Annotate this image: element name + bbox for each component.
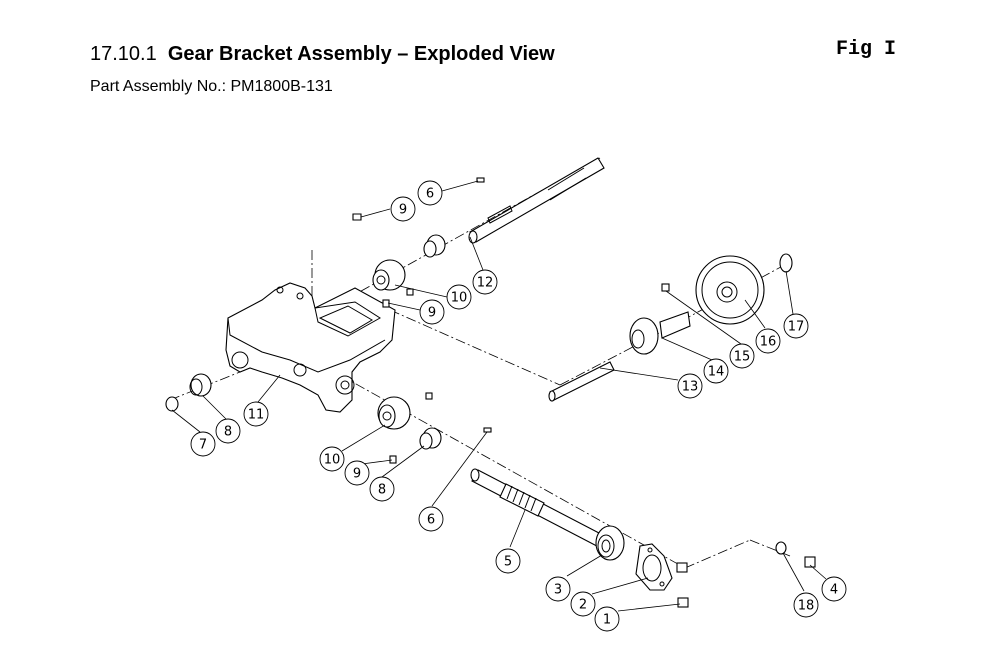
callout-number: 12 (477, 276, 494, 291)
bearing-3 (595, 525, 625, 561)
gear-bracket-housing (225, 282, 396, 413)
callout-number: 18 (798, 599, 815, 614)
callout-circle (729, 343, 755, 369)
callout-11: 11 (243, 401, 269, 427)
callout-16: 16 (755, 328, 781, 354)
key-15 (661, 283, 670, 292)
callout-13: 13 (677, 373, 703, 399)
callout-circle (446, 284, 472, 310)
callout-number: 9 (399, 203, 407, 218)
callout-circle (418, 506, 444, 532)
callout-number: 9 (353, 467, 361, 482)
assembly-number-line: Part Assembly No.: PM1800B-131 (90, 78, 333, 96)
callout-circle (390, 196, 416, 222)
page-title: 17.10.1 Gear Bracket Assembly – Exploded… (90, 43, 555, 66)
callout-6: 6 (417, 180, 443, 206)
callout-number: 15 (734, 350, 751, 365)
large-gear (695, 255, 765, 325)
callout-circle (215, 418, 241, 444)
callout-7: 7 (190, 431, 216, 457)
callout-circle (793, 592, 819, 618)
callout-number: 16 (760, 335, 777, 350)
bushing-top (423, 234, 446, 258)
callout-number: 10 (324, 453, 341, 468)
callout-17: 17 (783, 313, 809, 339)
callout-circle (472, 269, 498, 295)
callout-circle (419, 299, 445, 325)
cap-screws-1-4 (676, 541, 816, 608)
callout-number: 17 (788, 320, 805, 335)
callout-circle (319, 446, 345, 472)
retaining-ring-17 (779, 253, 793, 273)
callout-circle (344, 460, 370, 486)
callout-number: 2 (579, 598, 587, 613)
callout-number: 7 (199, 438, 207, 453)
callout-circle (677, 373, 703, 399)
section-number: 17.10.1 (90, 43, 157, 65)
leader-lines (171, 180, 827, 612)
callout-8: 8 (369, 476, 395, 502)
lower-gear (377, 392, 433, 464)
callout-number: 10 (451, 291, 468, 306)
key-6-lower (483, 427, 492, 433)
section-title: Gear Bracket Assembly – Exploded View (167, 43, 555, 65)
callout-14: 14 (703, 358, 729, 384)
callout-10: 10 (446, 284, 472, 310)
callout-number: 1 (603, 613, 611, 628)
callout-number: 13 (682, 380, 699, 395)
callout-circle (243, 401, 269, 427)
callout-number: 14 (708, 365, 725, 380)
upper-gear (372, 259, 414, 308)
callout-circle (570, 591, 596, 617)
callout-number: 8 (224, 425, 232, 440)
bearing-cover-2 (635, 543, 673, 591)
callout-3: 3 (545, 576, 571, 602)
callout-4: 4 (821, 576, 847, 602)
figure-label: Fig I (836, 38, 897, 61)
callout-9: 9 (344, 460, 370, 486)
long-shaft (468, 157, 605, 244)
assembly-label: Part Assembly No.: (90, 78, 227, 95)
callout-9: 9 (419, 299, 445, 325)
callout-circle (703, 358, 729, 384)
callout-number: 6 (427, 513, 435, 528)
callout-circle (594, 606, 620, 632)
pin-13 (548, 361, 615, 402)
callout-number: 9 (428, 306, 436, 321)
center-lines (169, 157, 791, 569)
callout-6: 6 (418, 506, 444, 532)
callout-5: 5 (495, 548, 521, 574)
callout-circle (190, 431, 216, 457)
callout-1: 1 (594, 606, 620, 632)
callout-number: 3 (554, 583, 562, 598)
callout-number: 8 (378, 483, 386, 498)
bushing-lower (419, 427, 442, 450)
callout-15: 15 (729, 343, 755, 369)
left-bushing-and-ring (165, 373, 212, 412)
callout-number: 5 (504, 555, 512, 570)
callout-12: 12 (472, 269, 498, 295)
callout-circle (755, 328, 781, 354)
callout-circle (783, 313, 809, 339)
callout-circle (369, 476, 395, 502)
assembly-number: PM1800B-131 (230, 78, 333, 95)
callout-2: 2 (570, 591, 596, 617)
callout-circle (545, 576, 571, 602)
callout-circle (417, 180, 443, 206)
callout-8: 8 (215, 418, 241, 444)
callout-number: 4 (830, 583, 838, 598)
callout-number: 6 (426, 187, 434, 202)
callout-number: 11 (248, 408, 265, 423)
callout-circle (495, 548, 521, 574)
callout-9: 9 (390, 196, 416, 222)
callout-circle (821, 576, 847, 602)
pinion-gear (629, 311, 691, 355)
key-and-setscrew-top (352, 177, 485, 221)
callout-10: 10 (319, 446, 345, 472)
callout-18: 18 (793, 592, 819, 618)
